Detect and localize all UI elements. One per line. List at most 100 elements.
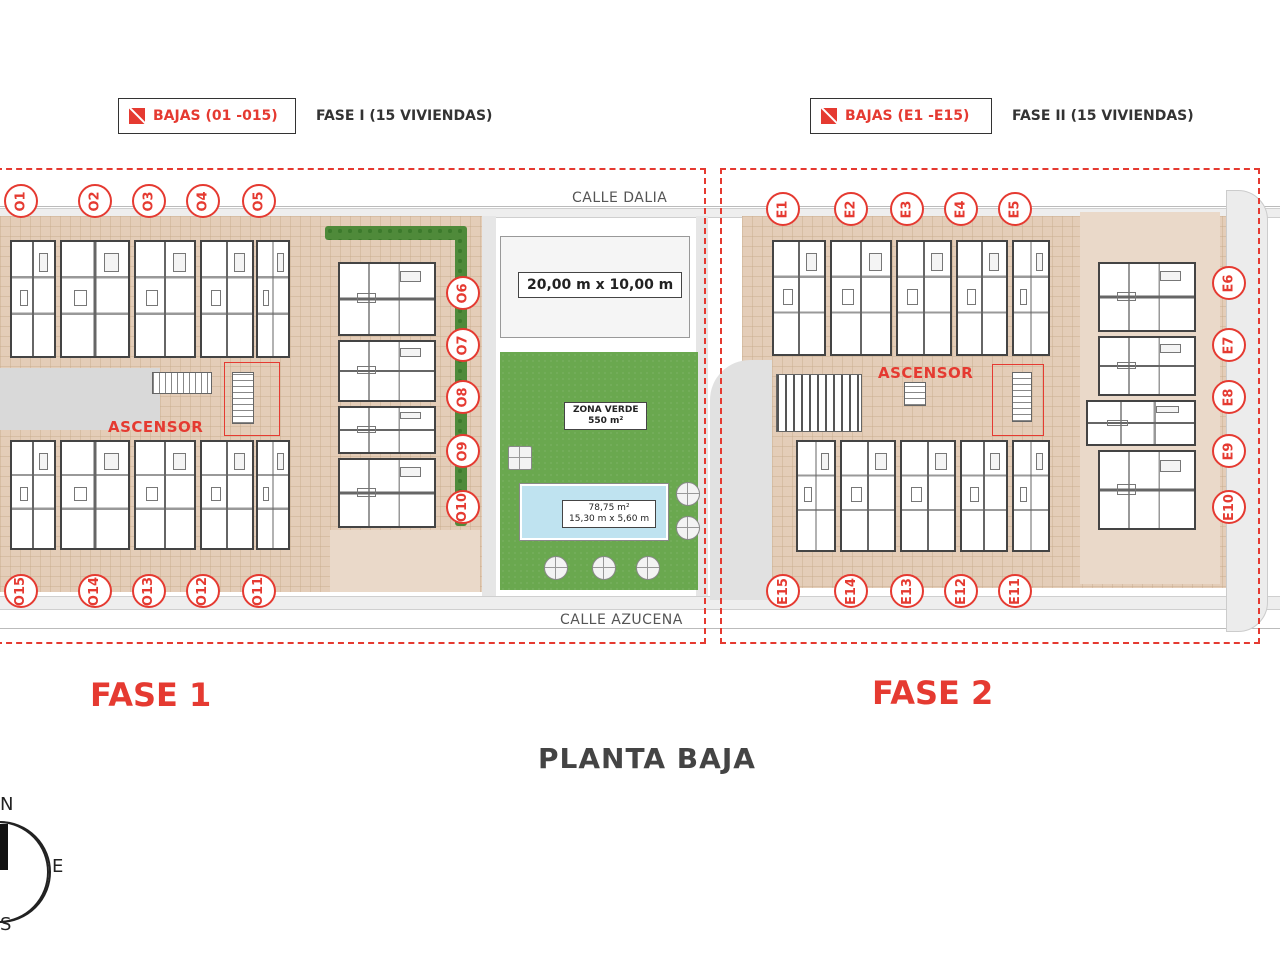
legend-phase1-label: BAJAS (01 -015) bbox=[153, 108, 278, 124]
unit-label: O12 bbox=[186, 574, 220, 608]
street-south-label: CALLE AZUCENA bbox=[560, 612, 683, 628]
phase2-boundary bbox=[720, 168, 1260, 644]
unit-number: O14 bbox=[87, 576, 103, 606]
phase1-boundary bbox=[0, 168, 706, 644]
entrance-ramp-phase1 bbox=[0, 368, 160, 430]
apartment-block bbox=[338, 458, 436, 528]
stair-icon bbox=[152, 372, 212, 394]
apartment-block bbox=[1086, 400, 1196, 446]
elevator-label-phase2: ASCENSOR bbox=[878, 364, 974, 382]
apartment-block bbox=[338, 262, 436, 336]
unit-label: E6 bbox=[1212, 266, 1246, 300]
green-zone-area: 550 m² bbox=[588, 416, 624, 426]
unit-number: E13 bbox=[899, 577, 915, 605]
apartment-block bbox=[200, 440, 254, 550]
unit-number: E2 bbox=[843, 200, 859, 218]
unit-label: O5 bbox=[242, 184, 276, 218]
apartment-block bbox=[134, 240, 196, 358]
compass-east: E bbox=[52, 856, 64, 877]
elevator-area-phase2 bbox=[992, 364, 1044, 436]
court-dimensions: 20,00 m x 10,00 m bbox=[518, 272, 683, 298]
unit-number: O5 bbox=[251, 190, 267, 212]
apartment-block bbox=[10, 240, 56, 358]
apartment-block bbox=[796, 440, 836, 552]
legend-phase2: BAJAS (E1 -E15) bbox=[810, 98, 992, 134]
apartment-block bbox=[256, 440, 290, 550]
street-line-north bbox=[0, 206, 1280, 207]
apartment-block bbox=[338, 406, 436, 454]
unit-number: E15 bbox=[775, 577, 791, 605]
unit-label: O1 bbox=[4, 184, 38, 218]
unit-label: O4 bbox=[186, 184, 220, 218]
apartment-block bbox=[960, 440, 1008, 552]
hatch-swatch-icon bbox=[821, 108, 837, 124]
unit-number: O9 bbox=[455, 440, 471, 462]
apartment-block bbox=[60, 440, 130, 550]
unit-number: O12 bbox=[195, 576, 211, 606]
umbrella-icon bbox=[676, 482, 700, 506]
unit-label: E2 bbox=[834, 192, 868, 226]
unit-label: E13 bbox=[890, 574, 924, 608]
central-path bbox=[482, 216, 496, 596]
pool-label: 78,75 m² 15,30 m x 5,60 m bbox=[562, 500, 657, 528]
umbrella-icon bbox=[636, 556, 660, 580]
unit-number: E10 bbox=[1221, 493, 1237, 521]
pool-dimensions: 15,30 m x 5,60 m bbox=[569, 514, 650, 524]
unit-number: E4 bbox=[953, 200, 969, 218]
unit-number: O10 bbox=[455, 492, 471, 522]
sidewalk-north bbox=[0, 208, 1280, 218]
unit-label: O9 bbox=[446, 434, 480, 468]
unit-number: E7 bbox=[1221, 336, 1237, 354]
phase1-title: FASE 1 bbox=[90, 676, 212, 714]
unit-number: O13 bbox=[141, 576, 157, 606]
unit-number: O6 bbox=[455, 282, 471, 304]
green-zone-name: ZONA VERDE bbox=[573, 405, 639, 415]
phase2-title: FASE 2 bbox=[872, 674, 994, 712]
unit-number: O15 bbox=[13, 576, 29, 606]
unit-label: O10 bbox=[446, 490, 480, 524]
apartment-block bbox=[772, 240, 826, 356]
unit-number: O1 bbox=[13, 190, 29, 212]
elevator-area-phase1 bbox=[224, 362, 280, 436]
legend-phase1-info: FASE I (15 VIVIENDAS) bbox=[316, 108, 493, 124]
unit-number: O4 bbox=[195, 190, 211, 212]
apartment-block bbox=[1098, 262, 1196, 332]
unit-label: E9 bbox=[1212, 434, 1246, 468]
unit-number: E5 bbox=[1007, 200, 1023, 218]
unit-label: E1 bbox=[766, 192, 800, 226]
unit-number: E14 bbox=[843, 577, 859, 605]
unit-number: O8 bbox=[455, 386, 471, 408]
green-zone bbox=[500, 352, 698, 590]
plan-title: PLANTA BAJA bbox=[538, 742, 756, 775]
apartment-block bbox=[1098, 450, 1196, 530]
unit-label: E5 bbox=[998, 192, 1032, 226]
parking-bays bbox=[776, 374, 862, 432]
unit-label: O13 bbox=[132, 574, 166, 608]
unit-number: E8 bbox=[1221, 388, 1237, 406]
legend-phase2-info: FASE II (15 VIVIENDAS) bbox=[1012, 108, 1194, 124]
unit-number: O11 bbox=[251, 576, 267, 606]
stair-icon bbox=[904, 382, 926, 406]
apartment-block bbox=[830, 240, 892, 356]
unit-label: E7 bbox=[1212, 328, 1246, 362]
unit-label: E15 bbox=[766, 574, 800, 608]
unit-label: O6 bbox=[446, 276, 480, 310]
apartment-block bbox=[1012, 240, 1050, 356]
compass-north: N bbox=[0, 794, 14, 815]
unit-label: O15 bbox=[4, 574, 38, 608]
unit-label: E14 bbox=[834, 574, 868, 608]
unit-label: E3 bbox=[890, 192, 924, 226]
unit-number: O2 bbox=[87, 190, 103, 212]
unit-number: E6 bbox=[1221, 274, 1237, 292]
street-line-south bbox=[0, 628, 1280, 629]
unit-number: E11 bbox=[1007, 577, 1023, 605]
umbrella-icon bbox=[592, 556, 616, 580]
stair-icon bbox=[232, 372, 254, 424]
apartment-block bbox=[840, 440, 896, 552]
green-zone-label: ZONA VERDE 550 m² bbox=[564, 402, 648, 430]
unit-number: E12 bbox=[953, 577, 969, 605]
hatch-swatch-icon bbox=[129, 108, 145, 124]
bench-icon bbox=[508, 446, 532, 470]
apartment-block bbox=[10, 440, 56, 550]
legend-phase2-label: BAJAS (E1 -E15) bbox=[845, 108, 970, 124]
